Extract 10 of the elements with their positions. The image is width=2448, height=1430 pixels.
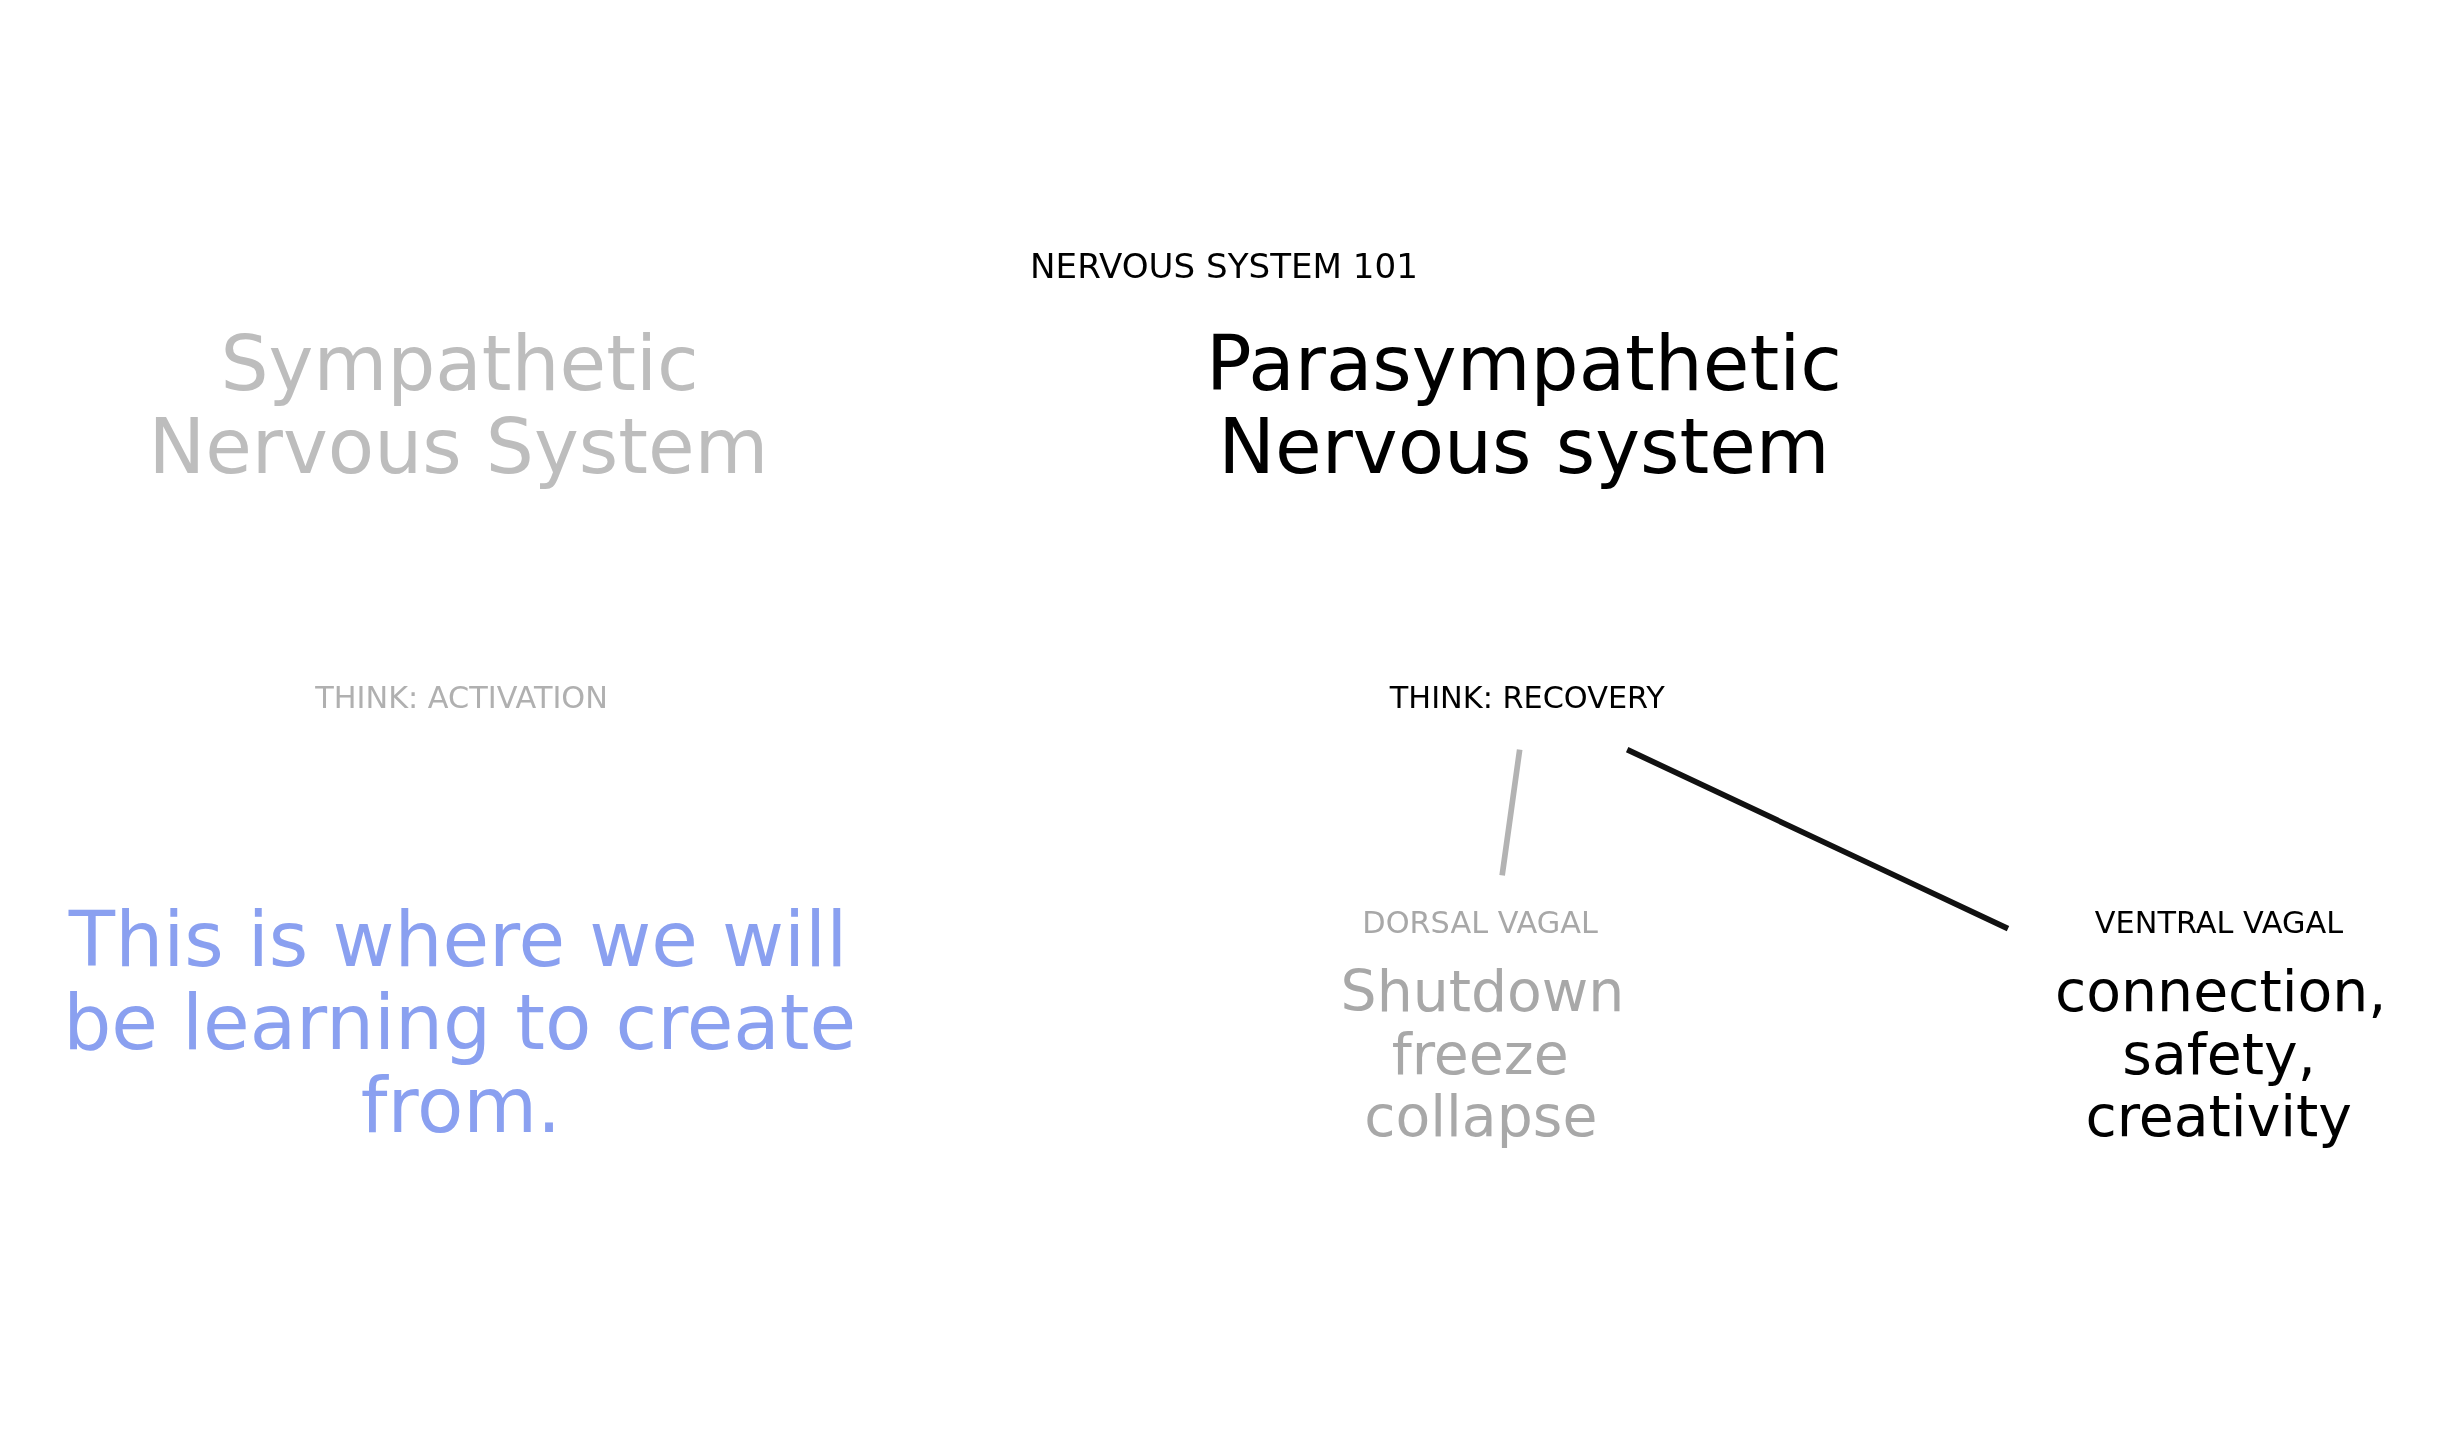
node-text: Parasympathetic Nervous system [1206,319,1842,491]
node-text: DORSAL VAGAL Shutdown freeze collapse [1340,904,1625,1149]
diagram-title: NERVOUS SYSTEM 101 [1030,245,1418,286]
node-text: Sympathetic Nervous System [148,319,769,491]
node-text: This is where we will be learning to create from. [63,895,857,1150]
node-text: THINK: RECOVERY [1389,679,1665,715]
node-text: VENTRAL VAGAL connection, safety, creativity [2055,904,2387,1149]
node-text: THINK: ACTIVATION [315,679,608,715]
connector [1625,746,2010,931]
connector [1499,748,1523,876]
